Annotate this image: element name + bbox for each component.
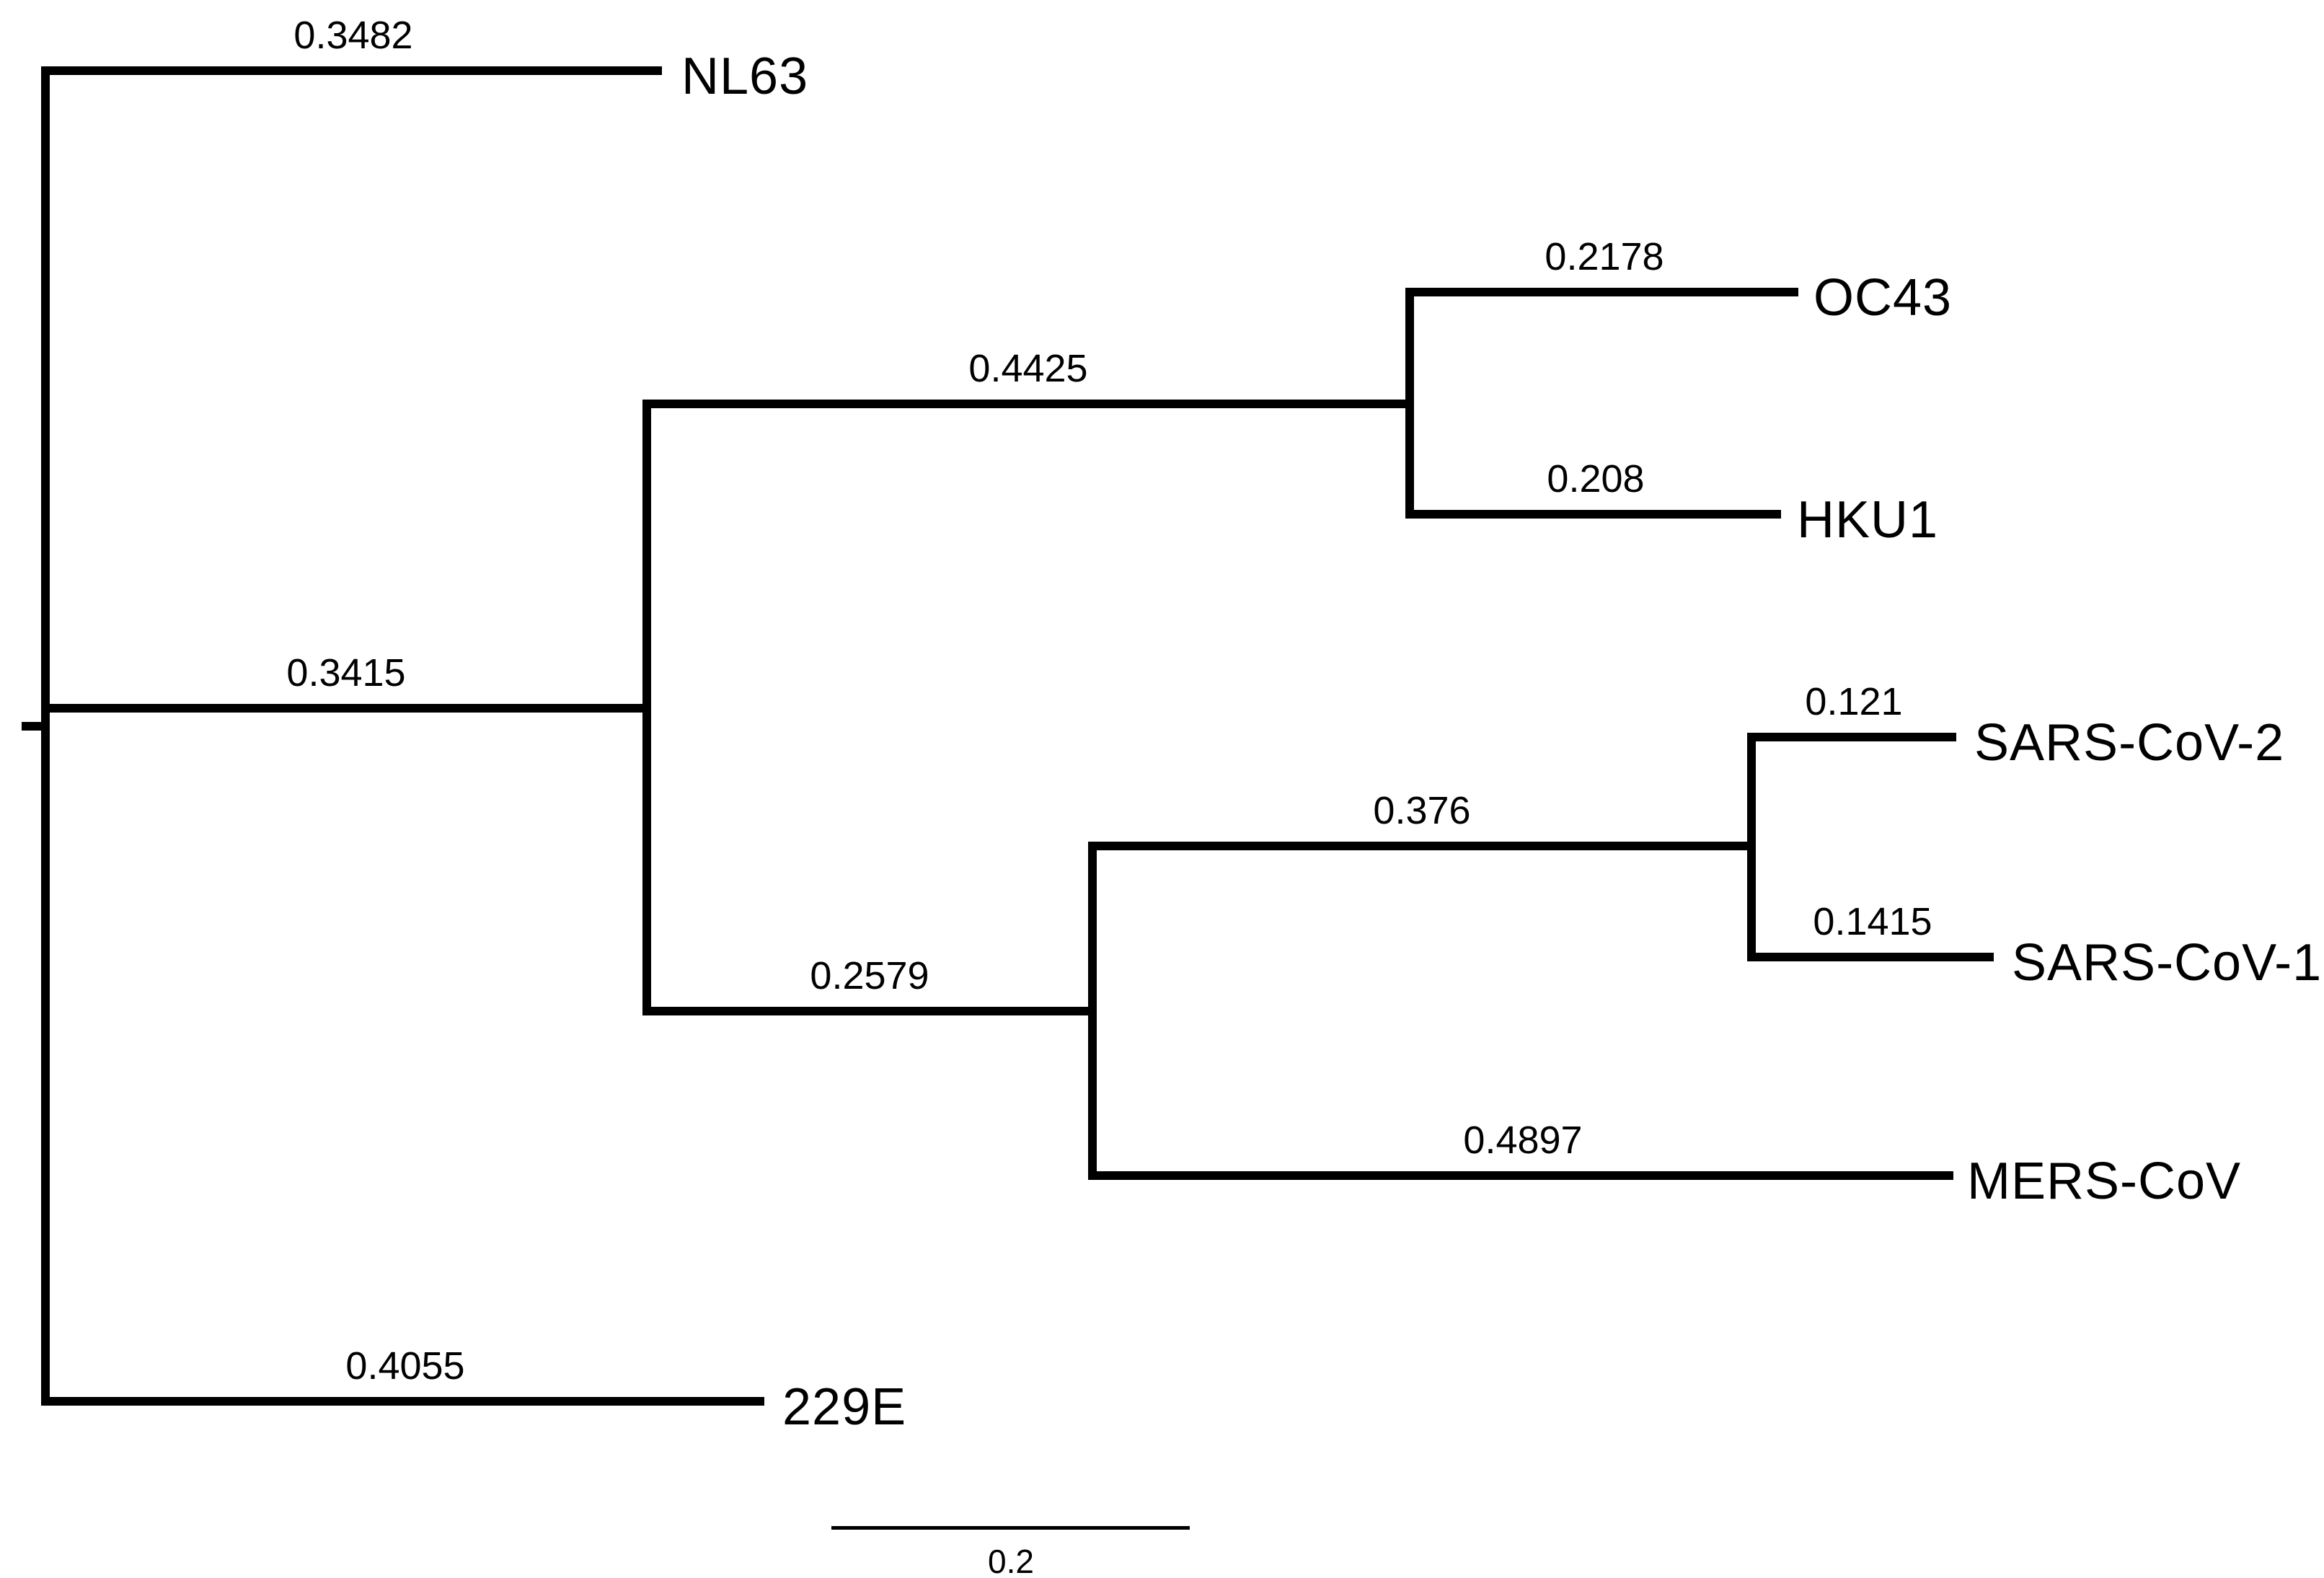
branch-line-oc43 bbox=[1405, 288, 1798, 296]
branch-length-label-beta-clade: 0.3415 bbox=[286, 651, 406, 695]
root-edge-stub bbox=[22, 722, 41, 731]
branch-length-label-mers-cov: 0.4897 bbox=[1463, 1119, 1583, 1162]
branch-line-sars-cov-1 bbox=[1747, 953, 1994, 961]
branch-length-label-sars-cov-2: 0.121 bbox=[1805, 680, 1903, 723]
branch-length-label-sars-clade: 0.376 bbox=[1373, 789, 1471, 832]
taxon-label-oc43: OC43 bbox=[1813, 269, 1953, 327]
branch-length-label-oc43: 0.2178 bbox=[1545, 235, 1664, 278]
branch-line-oc43-hku1-clade bbox=[642, 400, 1414, 408]
taxon-label-nl63: NL63 bbox=[681, 48, 809, 105]
scale-bar bbox=[831, 1526, 1190, 1530]
taxon-label-hku1: HKU1 bbox=[1797, 491, 1939, 549]
branch-length-label-hku1: 0.208 bbox=[1547, 457, 1645, 501]
branch-length-label-nl63: 0.3482 bbox=[293, 14, 413, 57]
branch-line-sars-mers-clade bbox=[642, 1007, 1097, 1015]
taxon-label-sars-cov-1: SARS-CoV-1 bbox=[2012, 934, 2323, 992]
branch-length-label-oc43-hku1-clade: 0.4425 bbox=[968, 347, 1088, 390]
branch-line-mers-cov bbox=[1088, 1171, 1953, 1180]
branch-line-beta-clade bbox=[41, 704, 651, 713]
root-vertical-line bbox=[41, 66, 50, 1406]
branch-line-229e bbox=[41, 1397, 764, 1406]
taxon-label-mers-cov: MERS-CoV bbox=[1967, 1152, 2242, 1210]
branch-length-label-sars-mers-clade: 0.2579 bbox=[810, 954, 929, 997]
branch-length-label-229e: 0.4055 bbox=[345, 1344, 465, 1388]
branch-line-nl63 bbox=[41, 66, 662, 75]
taxon-label-sars-cov-2: SARS-CoV-2 bbox=[1974, 714, 2285, 772]
branch-length-label-sars-cov-1: 0.1415 bbox=[1813, 900, 1932, 943]
taxon-label-229e: 229E bbox=[782, 1378, 907, 1436]
branch-line-sars-cov-2 bbox=[1747, 733, 1956, 741]
branch-line-sars-clade bbox=[1088, 842, 1756, 850]
branch-line-hku1 bbox=[1405, 510, 1781, 519]
scale-bar-label: 0.2 bbox=[988, 1543, 1034, 1578]
